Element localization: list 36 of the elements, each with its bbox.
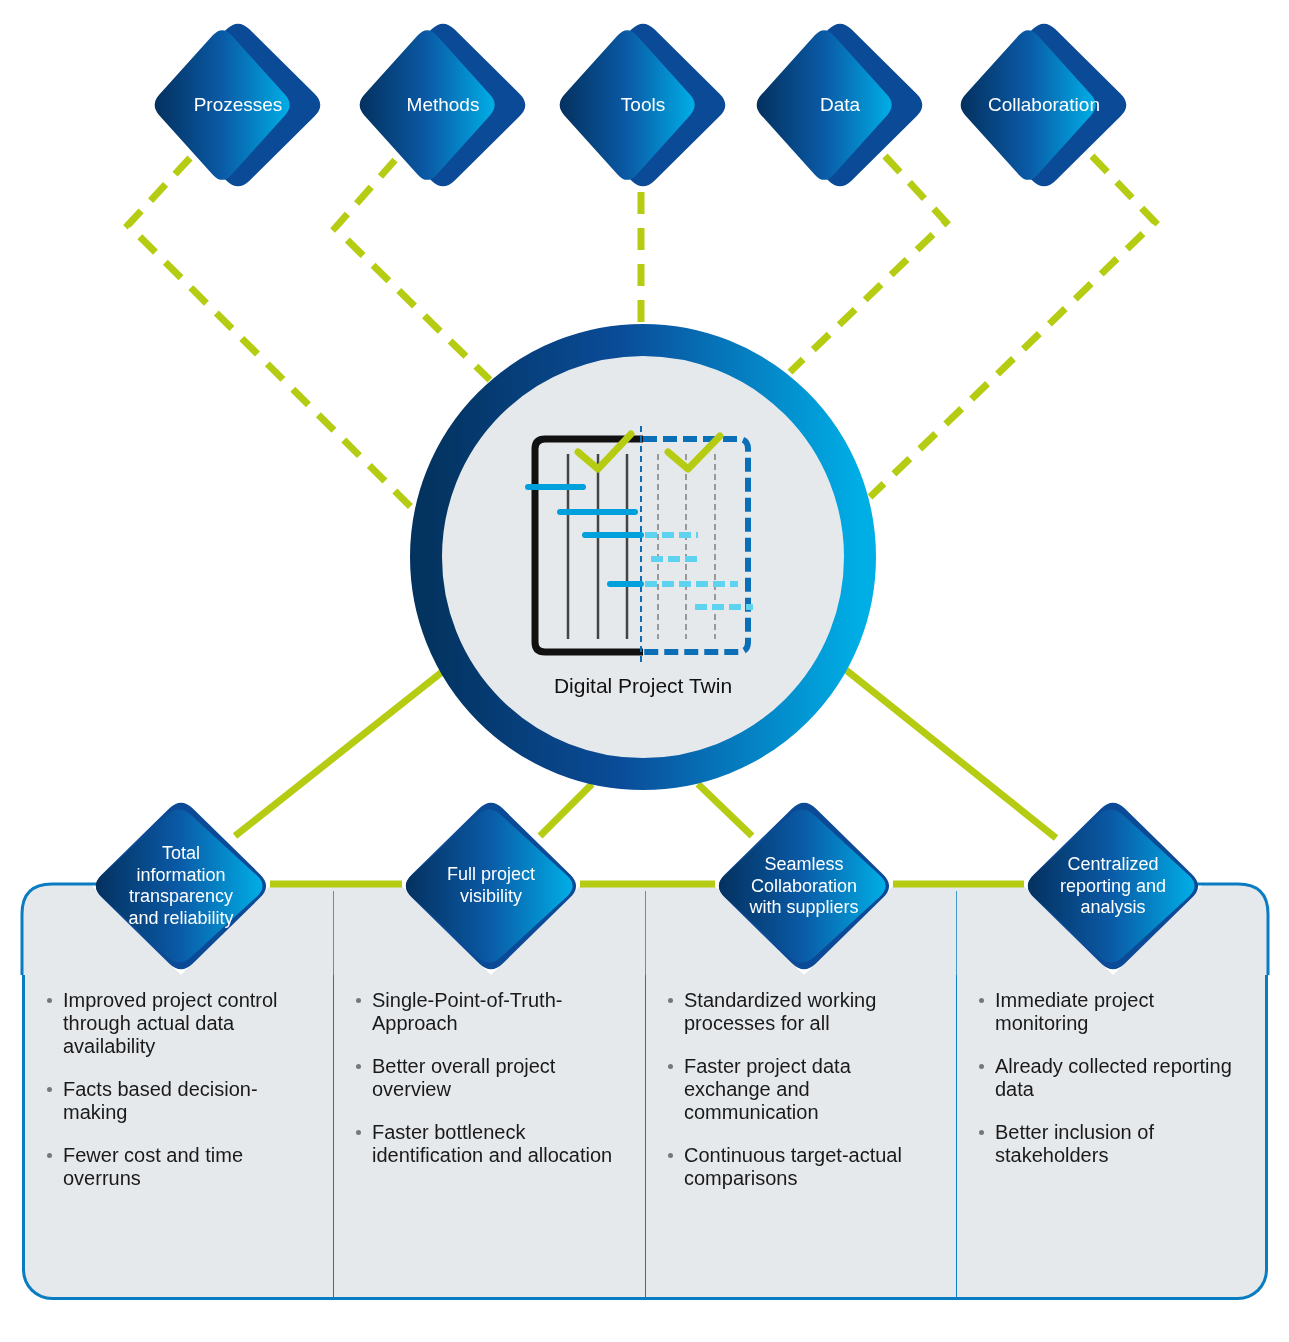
panel-column [646,975,957,1300]
diamond-label: Prozesses [192,93,284,117]
connector-line [232,669,445,839]
connector-line [695,781,755,839]
bullet-text: Faster bottleneck identification and allocation [372,1121,614,1167]
diamond-label: Tools [619,93,667,117]
bullet-text: Improved project control through actual data availability [63,989,279,1058]
diamond-label: Methods [405,93,481,117]
bullet-text: Fewer cost and time overruns [63,1144,245,1190]
bullet-text: Facts based decision-making [63,1078,259,1124]
panel-column [957,975,1268,1300]
bullet-text: Single-Point-of-Truth-Approach [372,989,564,1035]
bullet-text: Faster project data exchange and communication [684,1055,852,1124]
connector-line [580,880,715,888]
diamond-label: Centralized reporting and analysis [1058,853,1168,919]
connector-line [893,880,1024,888]
dashed-connector [330,157,493,383]
bullet-text: Already collected reporting data [995,1055,1233,1101]
diamond-label: Total information transparency and reliability [127,842,235,930]
connector-line [843,667,1059,841]
node-title: Digital Project Twin [553,674,733,698]
bullet-text: Immediate project monitoring [995,989,1155,1035]
bullet-text: Better overall project overview [372,1055,557,1101]
bullet-text: Standardized working processes for all [684,989,878,1035]
bullet-text: Better inclusion of stakeholders [995,1121,1155,1167]
panel-column [22,975,334,1300]
dashed-connector [787,153,951,375]
connector-line [537,781,595,839]
bullet-text: Continuous target-actual comparisons [684,1144,903,1190]
diamond-label: Collaboration [987,93,1101,117]
diamond-label: Full project visibility [446,864,536,908]
diamond-label: Data [818,93,862,117]
dashed-connector [867,153,1160,500]
panel-column [334,975,646,1300]
connector-line [270,880,402,888]
diamond-label: Seamless Collaboration with suppliers [748,853,860,919]
